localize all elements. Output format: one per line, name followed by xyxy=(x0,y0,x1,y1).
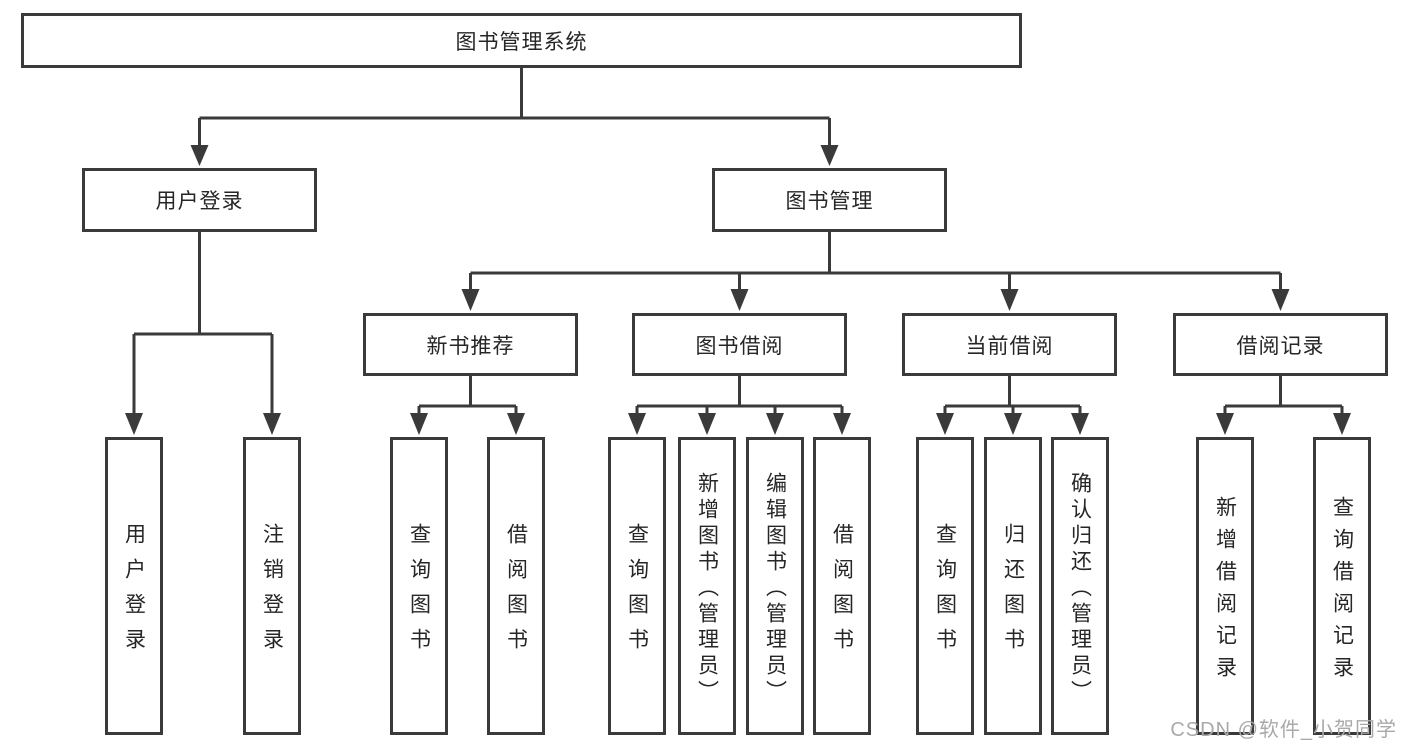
node-label: 新书推荐 xyxy=(426,334,515,358)
arrow-down-icon xyxy=(1000,289,1019,311)
leaf-return-books: 归还图书 xyxy=(984,437,1042,735)
arrow-down-icon xyxy=(820,145,839,166)
node-label: 确认归还（管理员） xyxy=(1068,471,1092,706)
leaf-user-login: 用户登录 xyxy=(105,437,163,735)
connector-borrow-records-branch xyxy=(1223,376,1344,416)
arrow-down-icon xyxy=(936,413,954,435)
arrow-down-icon xyxy=(1333,413,1351,435)
leaf-query-books-recommend: 查询图书 xyxy=(390,437,448,735)
leaf-edit-books-admin: 编辑图书（管理员） xyxy=(746,437,804,735)
arrowheads xyxy=(125,145,1351,435)
connector-user-login-branch xyxy=(132,232,274,416)
connector-root xyxy=(199,68,830,120)
arrow-down-icon xyxy=(1271,289,1290,311)
arrow-down-icon xyxy=(507,413,525,435)
arrow-down-icon xyxy=(833,413,851,435)
arrow-down-icon xyxy=(263,413,281,435)
connector-book-management-branch xyxy=(469,232,1282,292)
node-label: 查询图书 xyxy=(407,523,431,663)
node-label: 借阅图书 xyxy=(504,523,528,663)
leaf-query-books-current: 查询图书 xyxy=(916,437,974,735)
node-label: 查询图书 xyxy=(933,523,957,663)
node-label: 借阅记录 xyxy=(1236,334,1325,358)
connector-stems xyxy=(132,68,1344,416)
arrow-down-icon xyxy=(190,145,209,166)
node-label: 编辑图书（管理员） xyxy=(763,471,787,706)
node-label: 借阅图书 xyxy=(830,523,854,663)
csdn-watermark: CSDN @软件_小贺同学 xyxy=(1170,719,1397,741)
node-label: 新增图书（管理员） xyxy=(695,471,719,706)
node-book-borrowing: 图书借阅 xyxy=(632,313,847,376)
arrow-down-icon xyxy=(730,289,749,311)
node-label: 图书管理 xyxy=(785,190,874,213)
node-label: 新增借阅记录 xyxy=(1213,495,1237,688)
leaf-confirm-return-admin: 确认归还（管理员） xyxy=(1051,437,1109,735)
leaf-add-borrow-record: 新增借阅记录 xyxy=(1196,437,1254,735)
node-label: 当前借阅 xyxy=(965,334,1054,358)
leaf-borrow-books: 借阅图书 xyxy=(813,437,871,735)
leaf-borrow-books-recommend: 借阅图书 xyxy=(487,437,545,735)
leaf-logout: 注销登录 xyxy=(243,437,301,735)
node-book-management: 图书管理 xyxy=(712,168,947,232)
node-label: 查询图书 xyxy=(625,523,649,663)
node-label: 查询借阅记录 xyxy=(1330,495,1354,688)
connector-current-borrow-branch xyxy=(943,376,1082,416)
arrow-down-icon xyxy=(410,413,428,435)
arrow-down-icon xyxy=(1216,413,1234,435)
node-label: 用户登录 xyxy=(155,190,244,213)
arrow-down-icon xyxy=(1071,413,1089,435)
arrow-down-icon xyxy=(766,413,784,435)
node-label: 归还图书 xyxy=(1001,523,1025,663)
arrow-down-icon xyxy=(1004,413,1022,435)
connector-new-book-branch xyxy=(417,376,518,416)
arrow-down-icon xyxy=(125,413,143,435)
arrow-down-icon xyxy=(698,413,716,435)
node-user-login: 用户登录 xyxy=(82,168,317,232)
node-label: 图书借阅 xyxy=(695,334,784,358)
node-new-book-recommendation: 新书推荐 xyxy=(363,313,578,376)
node-root-book-management-system: 图书管理系统 xyxy=(21,13,1022,68)
leaf-query-books-borrowing: 查询图书 xyxy=(608,437,666,735)
node-label: 用户登录 xyxy=(122,523,146,663)
connector-book-borrow-branch xyxy=(635,376,844,416)
connector-root-drops xyxy=(198,118,831,147)
node-borrowing-records: 借阅记录 xyxy=(1173,313,1388,376)
node-label: 图书管理系统 xyxy=(455,30,588,54)
arrow-down-icon xyxy=(461,289,480,311)
leaf-query-borrow-record: 查询借阅记录 xyxy=(1313,437,1371,735)
arrow-down-icon xyxy=(628,413,646,435)
node-current-borrowing: 当前借阅 xyxy=(902,313,1117,376)
node-label: 注销登录 xyxy=(260,523,284,663)
leaf-add-books-admin: 新增图书（管理员） xyxy=(678,437,736,735)
